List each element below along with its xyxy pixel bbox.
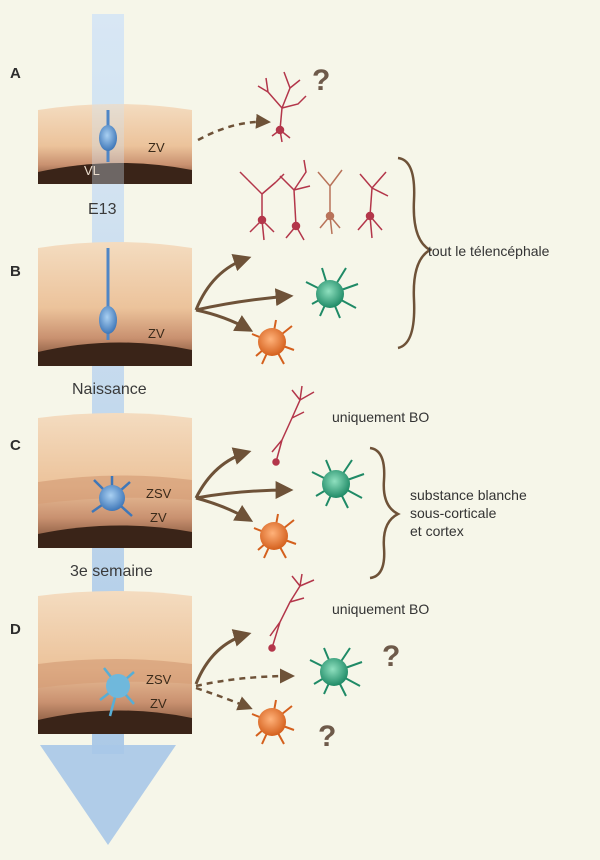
astrocyte-cell [305,267,359,319]
ventricle-layer [38,525,192,548]
neuron-label: uniquement BO [332,601,429,617]
question-mark: ? [382,640,400,673]
panel-a: A ZV VL E13 ? [10,14,330,218]
dashed-arrow [195,668,295,688]
panel-letter: A [10,65,21,82]
panel-letter: D [10,621,21,638]
destination-label: sous-corticale [410,505,497,521]
zone-label: ZSV [146,486,172,501]
zone-label: ZV [150,696,167,711]
neuron-cell [317,169,343,235]
question-mark: ? [312,64,330,97]
neuron-cell [239,171,285,241]
neuron-cell [357,171,389,239]
time-label: E13 [88,201,117,218]
fate-arrow [194,447,252,499]
ventricle-layer [38,710,192,734]
tissue-slab [38,242,192,362]
dashed-arrow [197,113,271,142]
panel-d: D ZSV ZV uniquement BO ? [10,573,429,753]
question-mark: ? [318,720,336,753]
time-label: 3e semaine [70,563,153,580]
fate-arrow [195,496,254,522]
neuron-cell [257,71,307,143]
oligodendrocyte-cell [253,513,297,559]
panel-letter: C [10,437,21,454]
astrocyte-cell [309,647,363,697]
neuron-label: uniquement BO [332,409,429,425]
destination-label: substance blanche [410,487,527,503]
zone-label: ZV [148,326,165,341]
neuron-cell [268,573,315,652]
destination-label: et cortex [410,523,464,539]
fate-arrow [194,254,252,311]
oligodendrocyte-cell [251,319,295,365]
svz-band [38,659,192,688]
neuron-cell [271,385,315,466]
time-label: Naissance [72,381,147,398]
panel-b: B ZV Naissance [10,156,550,398]
ventricle-layer [38,342,192,366]
progenitor-cell [99,125,117,151]
dashed-arrow [195,686,253,711]
fate-arrow [195,308,254,332]
zone-label: ZV [150,510,167,525]
fate-arrow [194,629,252,685]
astrocyte-cell [311,459,365,509]
zone-label: ZV [148,140,165,155]
progenitor-cell [99,667,135,717]
zone-label: ZSV [146,672,172,687]
fate-arrow [195,481,294,500]
progenitor-cell [91,476,133,517]
fate-arrow [195,288,294,312]
zone-label: VL [84,163,100,178]
brace [369,446,401,580]
neuron-cell [279,159,311,241]
panel-letter: B [10,263,21,280]
destination-label: tout le télencéphale [428,243,550,259]
panel-c: C ZSV ZV 3e semaine uniquement BO [10,385,527,580]
oligodendrocyte-cell [251,699,295,745]
brace [397,156,433,350]
ventricle-layer [38,162,192,184]
progenitor-cell [99,306,117,334]
